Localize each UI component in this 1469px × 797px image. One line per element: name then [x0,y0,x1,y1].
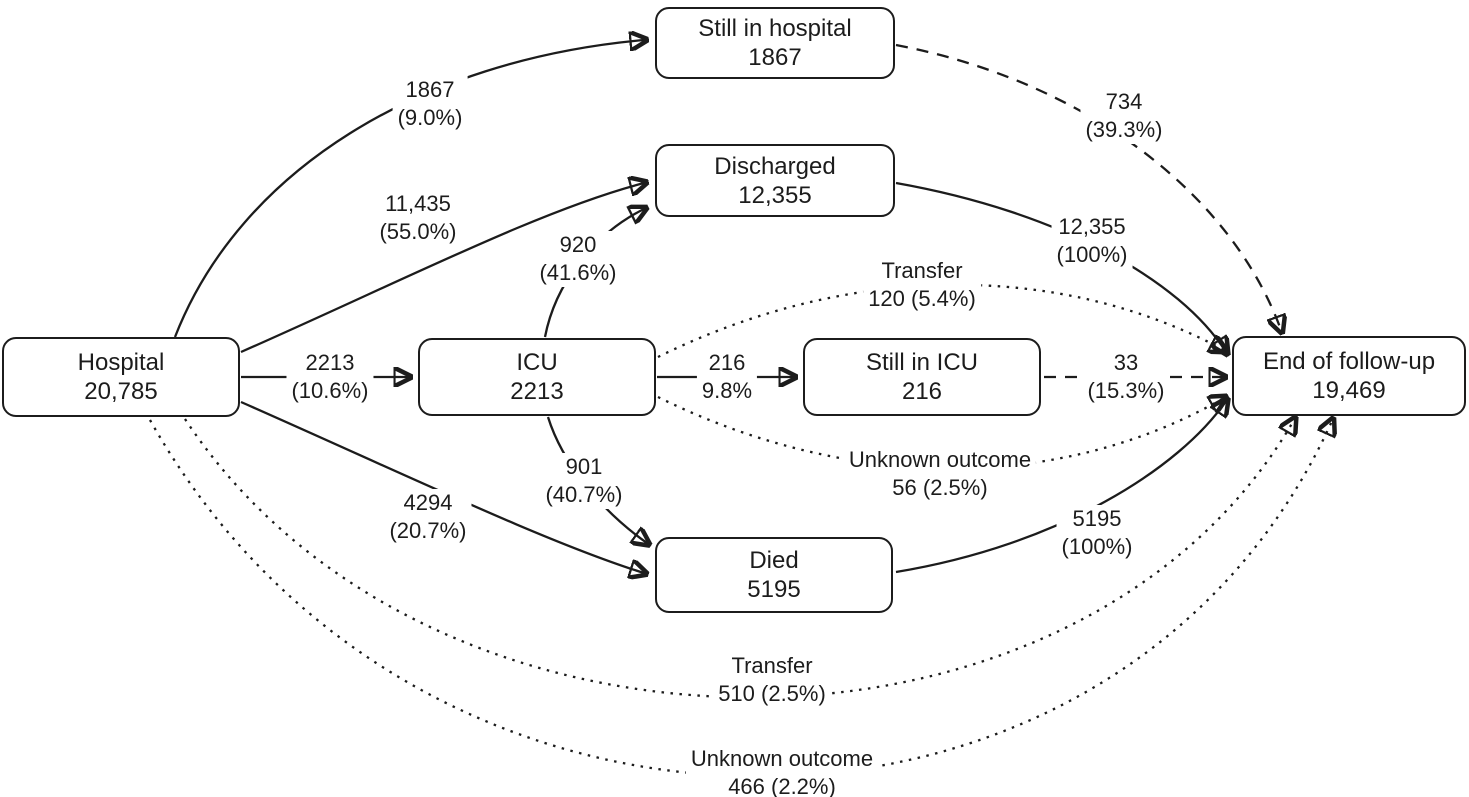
edge-percent: (55.0%) [379,219,457,244]
node-icu-label: ICU [516,349,558,376]
node-still-in-hospital: Still in hospital 1867 [655,7,895,79]
edge-died-to-end [895,401,1226,574]
node-still-in-icu: Still in ICU 216 [803,338,1041,416]
edge-label-icu-to-discharged: 920 (41.6%) [534,231,622,287]
edge-label-still-in-hospital-to-end: 734 (39.3%) [1080,88,1168,144]
edge-percent: (100%) [1056,242,1128,267]
edge-count-percent: 510 (2.5%) [718,681,826,706]
node-still-in-hospital-label: Still in hospital [698,15,852,42]
edge-count: 1867 [405,77,455,102]
node-discharged-value: 12,355 [738,181,812,209]
edge-percent: 9.8% [701,378,753,403]
edge-count: 920 [559,232,597,257]
edge-type: Unknown outcome [690,746,874,771]
node-hospital-value: 20,785 [84,378,158,405]
edge-label-icu-to-end-transfer: Transfer 120 (5.4%) [863,257,981,313]
edge-count: 734 [1105,89,1143,114]
edge-label-icu-to-end-unknown: Unknown outcome 56 (2.5%) [843,446,1037,502]
edge-percent: (10.6%) [291,378,369,403]
edge-count-percent: 466 (2.2%) [728,774,836,797]
edge-label-hospital-to-died: 4294 (20.7%) [384,489,472,545]
node-discharged: Discharged 12,355 [655,144,895,217]
edge-label-discharged-to-end: 12,355 (100%) [1051,213,1133,269]
edge-count: 12,355 [1058,214,1126,239]
edge-type: Transfer [881,258,963,283]
edge-percent: (40.7%) [545,482,623,507]
edge-label-hospital-to-discharged: 11,435 (55.0%) [374,190,462,246]
node-hospital-label: Hospital [77,349,165,376]
node-still-in-hospital-value: 1867 [748,44,802,71]
edge-percent: (39.3%) [1085,117,1163,142]
node-end-of-follow-up-value: 19,469 [1312,377,1386,404]
edge-count-percent: 120 (5.4%) [868,286,976,311]
edge-label-hospital-to-still-in-hospital: 1867 (9.0%) [392,76,468,132]
edge-label-icu-to-died: 901 (40.7%) [540,453,628,509]
node-icu-value: 2213 [510,378,564,405]
edge-count: 4294 [403,490,453,515]
node-still-in-icu-value: 216 [901,378,943,405]
node-died-value: 5195 [747,576,801,603]
node-end-of-follow-up-label: End of follow-up [1262,348,1436,375]
node-still-in-icu-label: Still in ICU [865,349,979,376]
edge-percent: (15.3%) [1087,378,1165,403]
edge-count: 5195 [1072,506,1122,531]
node-icu: ICU 2213 [418,338,656,416]
edge-label-hospital-to-end-unknown: Unknown outcome 466 (2.2%) [685,745,879,797]
edge-label-hospital-to-end-transfer: Transfer 510 (2.5%) [713,652,831,708]
edge-label-hospital-to-icu: 2213 (10.6%) [286,349,374,405]
edge-type: Transfer [731,653,813,678]
edge-count: 901 [565,454,603,479]
edge-count: 33 [1113,350,1139,375]
node-died: Died 5195 [655,537,893,613]
edge-percent: (20.7%) [389,518,467,543]
edge-type: Unknown outcome [848,447,1032,472]
node-discharged-label: Discharged [714,152,836,180]
edge-label-still-in-icu-to-end: 33 (15.3%) [1082,349,1170,405]
edge-percent: (41.6%) [539,260,617,285]
node-died-label: Died [749,547,799,574]
edge-label-icu-to-still-in-icu: 216 9.8% [696,349,758,405]
edge-count: 11,435 [385,191,451,216]
edge-percent: (9.0%) [397,105,463,130]
edge-count-percent: 56 (2.5%) [892,475,988,500]
node-end-of-follow-up: End of follow-up 19,469 [1232,336,1466,416]
edge-label-died-to-end: 5195 (100%) [1056,505,1138,561]
node-hospital: Hospital 20,785 [2,337,240,417]
edge-percent: (100%) [1061,534,1133,559]
edge-hospital-to-discharged [240,183,644,354]
edge-hospital-to-still-in-hospital [173,40,644,338]
edge-count: 2213 [305,350,355,375]
edge-count: 216 [708,350,746,375]
